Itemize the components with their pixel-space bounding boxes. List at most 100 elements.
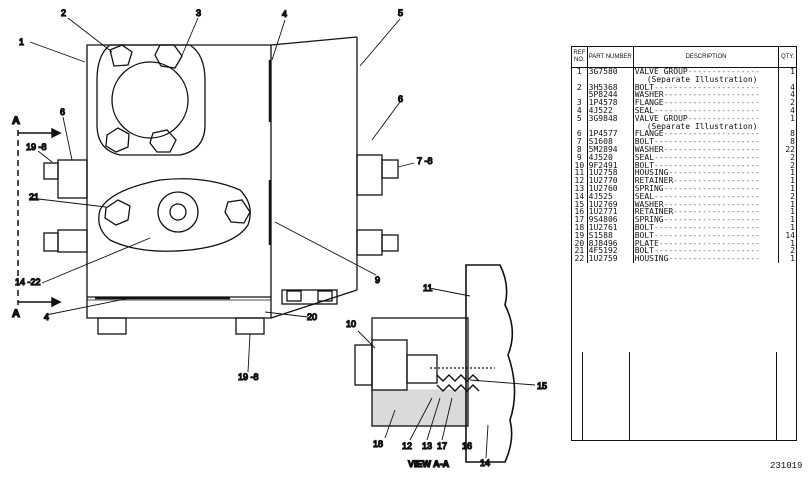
middle-flange <box>98 178 251 252</box>
description-cell: SPRING-------------------- <box>633 216 780 224</box>
qty-cell: 4 <box>790 83 795 92</box>
qty-cell: 2 <box>790 247 795 256</box>
part-number-cell: 3G9848 <box>587 114 634 123</box>
callout-2: 2 <box>61 8 66 18</box>
header-ref-no: REF NO. <box>572 47 588 68</box>
ref-cell: 12 <box>572 177 588 185</box>
callout-19-8-left: 19 -8 <box>26 142 47 152</box>
top-flange <box>96 44 206 156</box>
leader-dots: ------------------- <box>668 255 760 263</box>
part-number-cell: 4F5192 <box>587 247 634 256</box>
qty-cell: 4 <box>790 91 795 100</box>
table-row: (Separate Illustration) <box>572 122 796 131</box>
leader-dots: -------------------- <box>663 145 760 154</box>
qty-cell: 2 <box>790 153 795 162</box>
qty-cell <box>779 76 796 84</box>
header-qty: QTY. <box>778 47 796 68</box>
description-cell: FLANGE-------------------- <box>633 130 780 139</box>
description-cell: BOLT---------------------- <box>633 231 780 240</box>
valve-body <box>86 36 358 319</box>
ref-cell: 15 <box>572 200 588 209</box>
callout-18: 18 <box>373 439 383 449</box>
description-cell: BOLT---------------------- <box>633 223 780 232</box>
description-cell: RETAINER------------------ <box>633 177 780 185</box>
callout-15: 15 <box>537 381 547 391</box>
description-cell: SPRING-------------------- <box>633 184 780 193</box>
leader-dots: -------------------- <box>663 184 760 193</box>
leader-dots: ---------------------- <box>653 223 760 232</box>
qty-cell: 1 <box>790 177 795 185</box>
qty-cell: 1 <box>790 208 795 217</box>
description-cell: SEAL---------------------- <box>633 153 780 162</box>
qty-cell: 1 <box>790 255 795 263</box>
callout-4-top: 4 <box>282 9 287 19</box>
qty-cell: 1 <box>790 200 795 209</box>
qty-cell: 1 <box>790 239 795 248</box>
callout-10: 10 <box>346 319 356 329</box>
part-number-cell <box>587 122 634 131</box>
leader-dots: --------------------- <box>658 239 760 248</box>
side-fittings <box>43 154 399 335</box>
leader-dots: --------------- <box>687 114 760 123</box>
callout-6-right: 6 <box>398 94 403 104</box>
part-number-cell: 5M2894 <box>587 145 634 154</box>
part-number-cell: 1U2770 <box>587 177 634 185</box>
ref-cell: 21 <box>572 247 588 256</box>
qty-cell: 14 <box>785 231 795 240</box>
ref-cell: 8 <box>572 145 588 154</box>
exploded-view-drawing: 1 2 3 4 5 6 6 A 19 -8 7 -8 21 9 14 -22 1… <box>11 7 547 469</box>
callout-6-left: 6 <box>60 107 65 117</box>
description-cell: VALVE GROUP--------------- <box>633 114 780 123</box>
part-number-cell: 9F2491 <box>587 161 634 170</box>
callout-20: 20 <box>307 312 317 322</box>
ref-cell: 19 <box>572 231 588 240</box>
leader-dots: -------------------- <box>663 216 760 224</box>
description-cell: SEAL---------------------- <box>633 192 780 201</box>
ref-cell: 13 <box>572 184 588 193</box>
leader-dots: ---------------------- <box>653 83 760 92</box>
leader-dots: ---------------------- <box>653 106 760 115</box>
qty-cell: 8 <box>790 138 795 146</box>
description-cell: WASHER-------------------- <box>633 200 780 209</box>
leader-dots: -------------------- <box>663 130 760 139</box>
table-row: (Separate Illustration) <box>572 75 796 84</box>
part-number-cell: 1U2760 <box>587 184 634 193</box>
section-label-top: A <box>12 115 20 127</box>
leader-dots: ------------------ <box>673 208 760 217</box>
ref-cell: 18 <box>572 223 588 232</box>
header-part-number: PART NUMBER <box>587 47 634 68</box>
callout-7-8: 7 -8 <box>417 156 433 166</box>
leader-dots: ---------------------- <box>653 192 760 201</box>
part-number-cell: 5P8244 <box>587 91 634 100</box>
qty-cell: 8 <box>790 130 795 139</box>
view-a-a-detail <box>354 264 536 463</box>
callout-13: 13 <box>422 441 432 451</box>
qty-cell: 1 <box>790 67 795 76</box>
ref-cell: 17 <box>572 216 588 224</box>
description-cell: FLANGE-------------------- <box>633 99 780 107</box>
leader-dots: ---------------------- <box>653 138 760 146</box>
callout-14: 14 <box>480 458 490 468</box>
section-marker <box>17 127 62 308</box>
qty-cell: 2 <box>790 161 795 170</box>
description-cell: WASHER-------------------- <box>633 91 780 100</box>
header-description: DESCRIPTION <box>633 47 780 68</box>
table-header-row: REF NO. PART NUMBER DESCRIPTION QTY. <box>572 47 796 68</box>
leader-dots: ---------------------- <box>653 231 760 240</box>
callout-11: 11 <box>423 283 432 293</box>
qty-cell: 4 <box>790 106 795 115</box>
section-label-bottom: A <box>12 308 20 320</box>
description-note-cell: (Separate Illustration) <box>633 122 780 131</box>
